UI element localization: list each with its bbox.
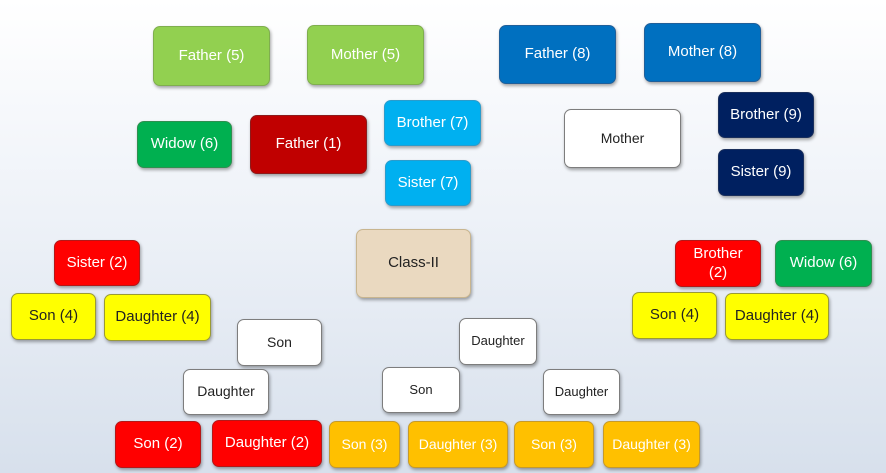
- widow-6-right-box: Widow (6): [775, 240, 872, 287]
- son-3-a-box: Son (3): [329, 421, 400, 468]
- daughter-right-box: Daughter: [543, 369, 620, 415]
- daughter-center-box: Daughter: [459, 318, 537, 365]
- brother-2-box: Brother (2): [675, 240, 761, 287]
- brother-7-box: Brother (7): [384, 100, 481, 146]
- son-left-box: Son: [237, 319, 322, 366]
- mother-8-box: Mother (8): [644, 23, 761, 82]
- daughter-2-box: Daughter (2): [212, 420, 322, 467]
- son-4-left-box: Son (4): [11, 293, 96, 340]
- father-5-box: Father (5): [153, 26, 270, 86]
- daughter-left-box: Daughter: [183, 369, 269, 415]
- daughter-3-a-box: Daughter (3): [408, 421, 508, 468]
- daughter-4-left-box: Daughter (4): [104, 294, 211, 341]
- father-1-box: Father (1): [250, 115, 367, 174]
- son-2-box: Son (2): [115, 421, 201, 468]
- daughter-3-b-box: Daughter (3): [603, 421, 700, 468]
- daughter-4-right-box: Daughter (4): [725, 293, 829, 340]
- mother-box: Mother: [564, 109, 681, 168]
- class-ii-box: Class-II: [356, 229, 471, 298]
- sister-9-box: Sister (9): [718, 149, 804, 196]
- mother-5-box: Mother (5): [307, 25, 424, 85]
- son-4-right-box: Son (4): [632, 292, 717, 339]
- sister-7-box: Sister (7): [385, 160, 471, 206]
- son-center-box: Son: [382, 367, 460, 413]
- father-8-box: Father (8): [499, 25, 616, 84]
- widow-6-left-box: Widow (6): [137, 121, 232, 168]
- son-3-b-box: Son (3): [514, 421, 594, 468]
- sister-2-box: Sister (2): [54, 240, 140, 286]
- brother-9-box: Brother (9): [718, 92, 814, 138]
